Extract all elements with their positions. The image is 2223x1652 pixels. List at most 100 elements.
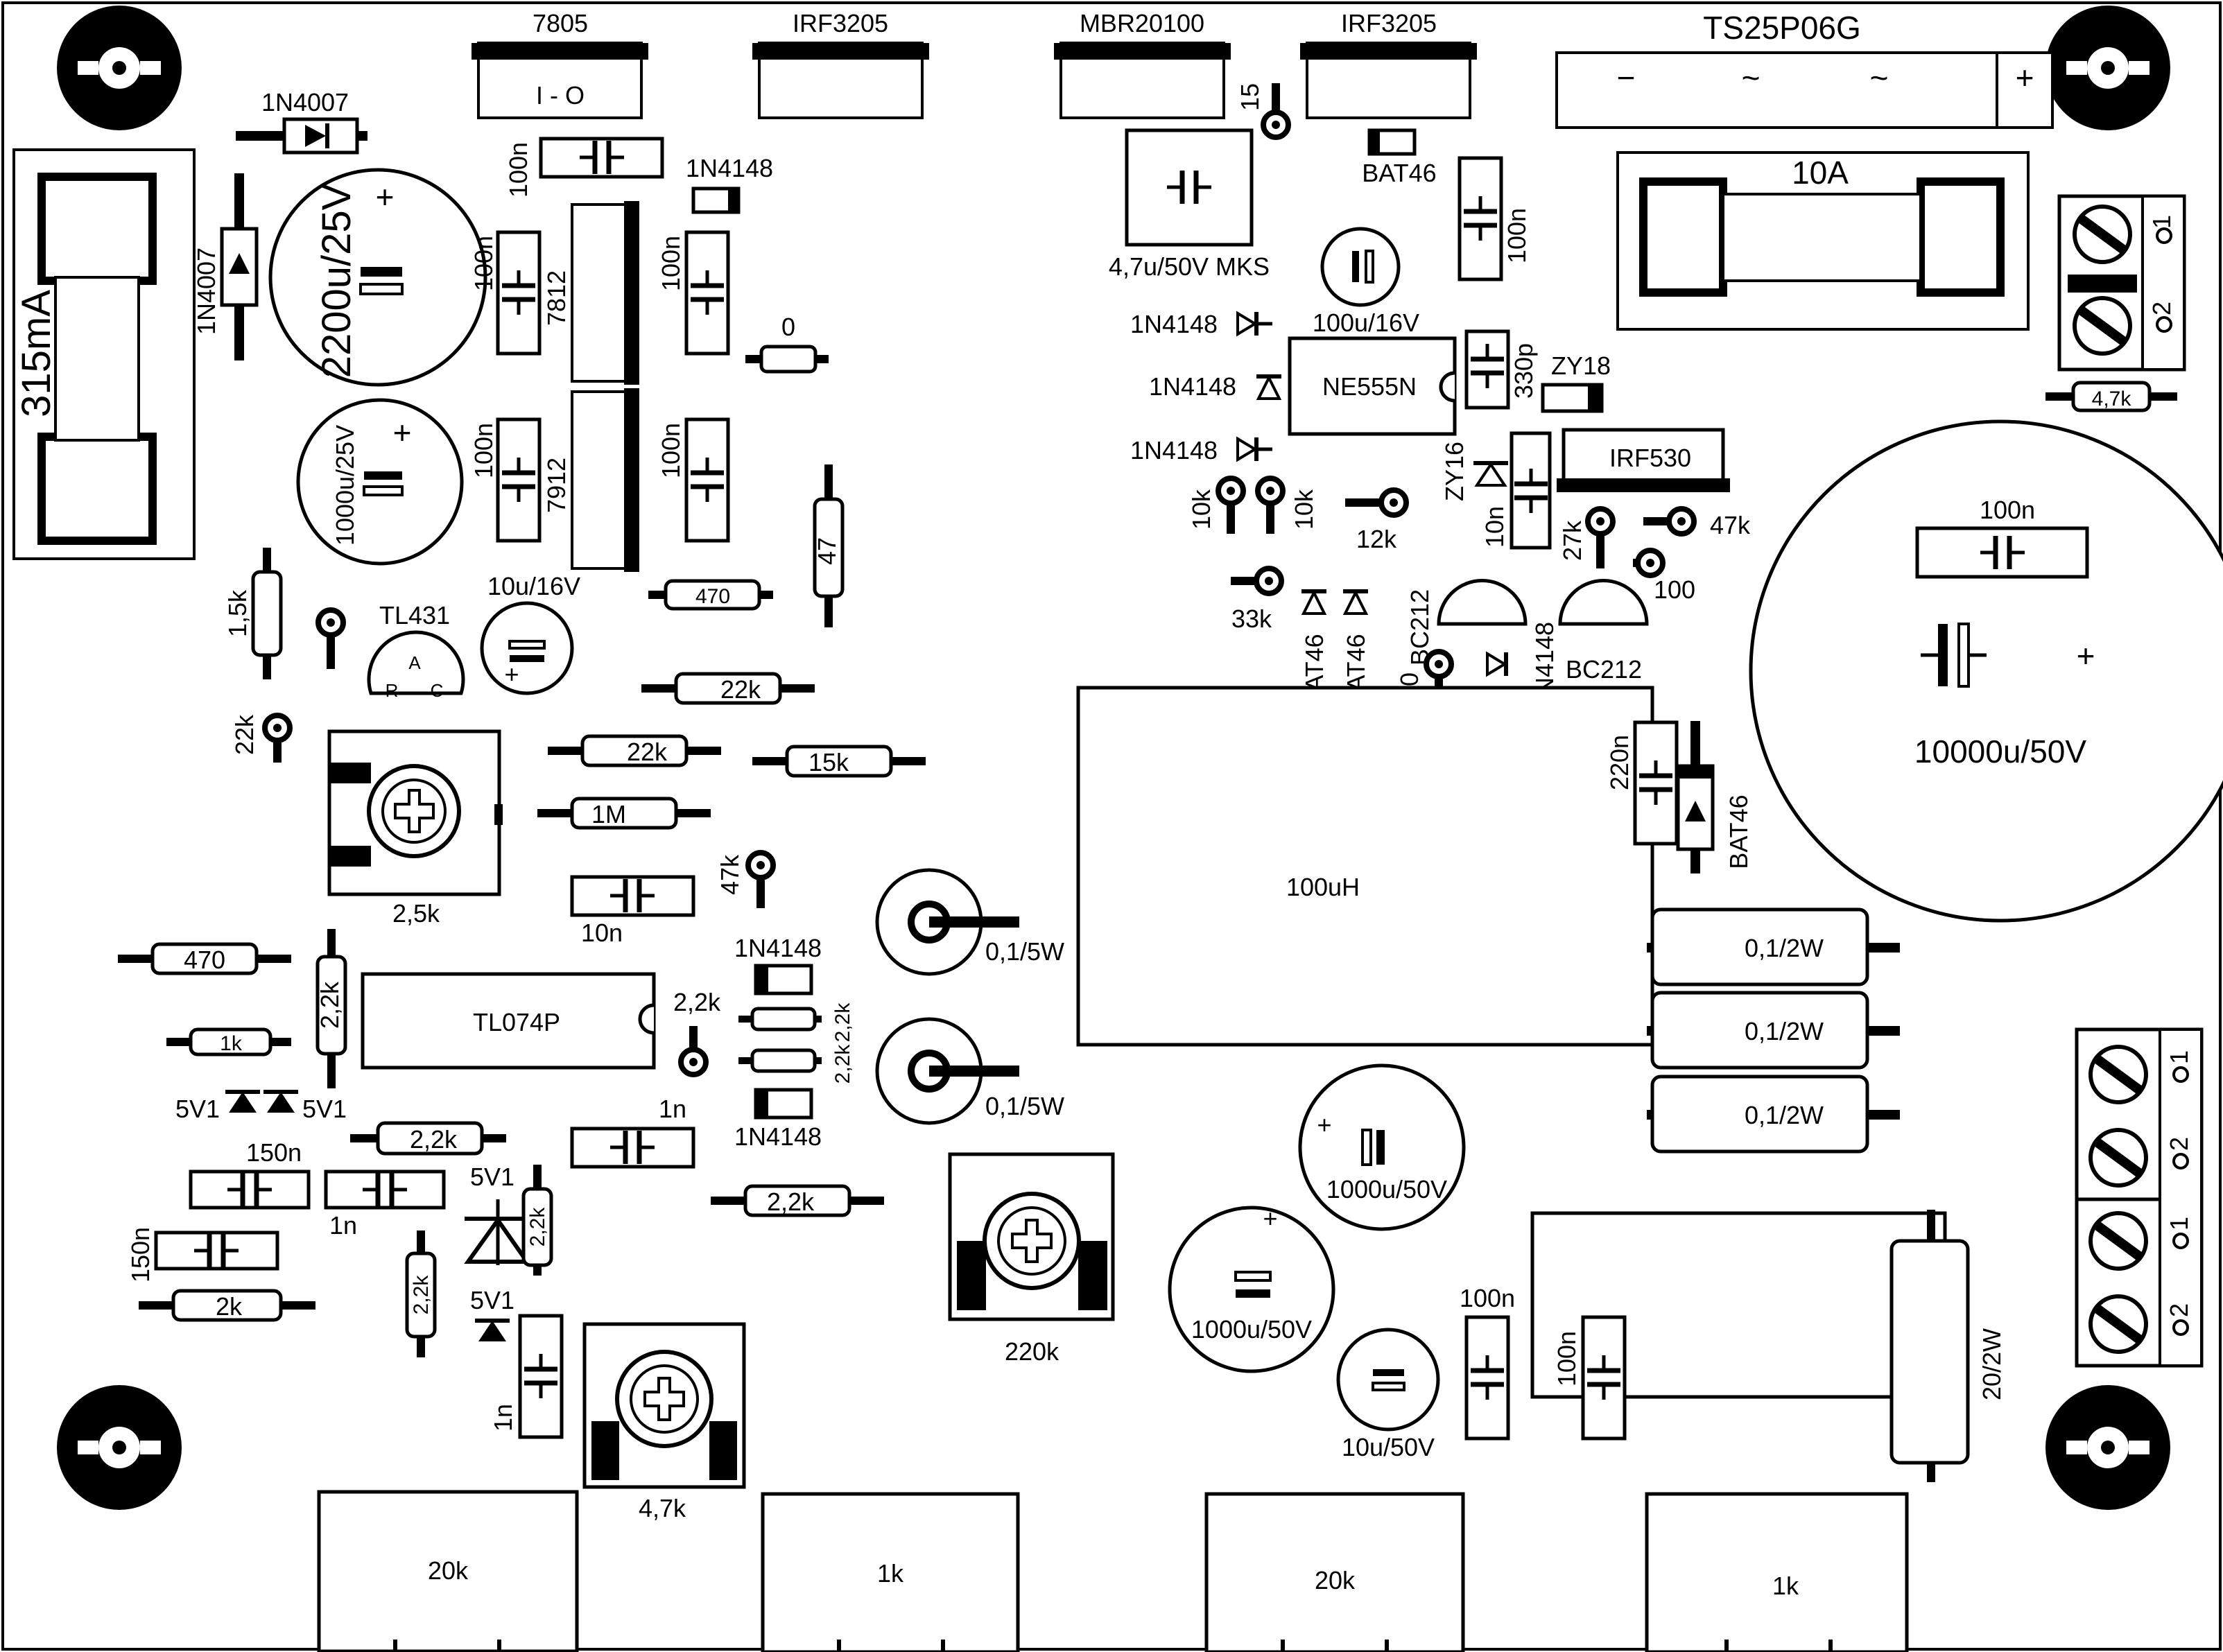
diode-zy16: ZY16 <box>1440 442 1508 501</box>
silkscreen-shape <box>638 1003 655 1035</box>
silkscreen-outline <box>1300 43 1477 60</box>
component-label: ZY18 <box>1551 351 1611 380</box>
component-label: 10k <box>1187 489 1216 530</box>
silkscreen-shape <box>1437 579 1528 626</box>
silkscreen-circle <box>2156 316 2172 333</box>
component-label: 1n <box>659 1095 686 1123</box>
silkscreen-outline <box>570 1127 695 1169</box>
silkscreen-outline <box>1889 1239 1970 1465</box>
silkscreen-outline <box>1076 686 1654 1047</box>
silkscreen-outline <box>518 1314 564 1439</box>
resistor-2k2-vert-c: 2,2k <box>521 1165 553 1276</box>
silkscreen-outline <box>743 1184 851 1217</box>
reg-7805: 7805 I - O <box>472 9 648 119</box>
silkscreen-shape <box>1301 589 1327 615</box>
silkscreen-shape <box>1011 1219 1053 1263</box>
component-label: C <box>431 680 444 701</box>
component-label: 1 <box>2165 1050 2193 1064</box>
component-label: 100n <box>469 236 498 291</box>
component-label: 1 <box>2165 1217 2193 1231</box>
fuse-315ma: 315mA <box>12 148 196 560</box>
silkscreen-shape <box>1236 436 1258 462</box>
silkscreen-shape <box>1474 462 1507 487</box>
silkscreen-outline <box>37 173 157 285</box>
silkscreen-outline <box>1204 1492 1465 1652</box>
silkscreen-outline <box>364 471 402 480</box>
silkscreen-shape <box>1256 374 1282 400</box>
silkscreen-outline <box>376 1121 484 1156</box>
tl074p: TL074P <box>361 972 656 1070</box>
silkscreen-outline <box>1650 1075 1869 1154</box>
silkscreen-shape <box>367 630 465 695</box>
component-label: 100n <box>1460 1284 1515 1312</box>
component-label: 7812 <box>542 270 571 326</box>
component-label: 0 <box>781 313 795 341</box>
component-label: 47 <box>813 537 841 565</box>
reg-7812: 7812 <box>542 201 639 385</box>
pad-15: 15 <box>1236 83 1288 137</box>
component-label: 10k <box>1290 489 1318 530</box>
cap-4u7-mks: 4,7u/50V MKS <box>1109 128 1270 281</box>
silkscreen-outline <box>580 734 689 767</box>
silkscreen-outline <box>37 433 157 545</box>
diode-zy18: ZY18 <box>1541 351 1611 413</box>
mbr20100: MBR20100 <box>1054 9 1231 119</box>
component-label: 22k <box>230 714 259 755</box>
cap-100n-a: 100n <box>469 230 542 356</box>
silkscreen-outline <box>1676 764 1715 851</box>
zener-5v1-c: 5V1 <box>464 1163 533 1265</box>
component-label: 2 <box>2165 1137 2193 1151</box>
silkscreen-outline <box>496 230 542 356</box>
component-label: 100n <box>1503 208 1531 263</box>
component-label: 1k <box>220 1032 243 1055</box>
cap-220n: 220n <box>1605 720 1679 846</box>
silkscreen-outline <box>1373 1369 1404 1376</box>
silkscreen-outline <box>508 640 546 650</box>
cap-1000u50-b: + 1000u/50V <box>1168 1204 1335 1373</box>
silkscreen-shape <box>394 789 435 833</box>
shunt-0r1-5w-a: 0,1/5W <box>875 868 1064 976</box>
diode-1n4148-c: 1N4148 <box>1130 436 1272 464</box>
silkscreen-outline <box>1234 1271 1272 1282</box>
resistor-22k-b: 22k <box>641 672 815 705</box>
component-label: 1N4148 <box>1130 436 1218 464</box>
pad-47k-b: 47k <box>1643 509 1751 539</box>
cap-1n-b: 1n <box>324 1170 446 1240</box>
cap-10u16: 10u/16V + <box>480 572 580 695</box>
shunt-0r1-2w-c: 0,1/2W <box>1647 1075 1900 1154</box>
silkscreen-outline <box>1054 43 1231 60</box>
component-label: 100n <box>504 142 533 198</box>
irf530: IRF530 <box>1557 428 1730 492</box>
diode-1n4007-a: 1N4007 <box>236 88 367 155</box>
cap-100n-b: 100n <box>657 230 730 356</box>
component-label: TL431 <box>379 601 450 629</box>
component-label: 12k <box>1356 525 1397 553</box>
mounting-hole-icon <box>2045 6 2170 130</box>
component-label: 2,2k <box>410 1125 458 1154</box>
silkscreen-outline <box>728 189 738 212</box>
silkscreen-outline <box>2159 1028 2203 1367</box>
silkscreen-outline <box>54 276 140 442</box>
component-label: + <box>1317 1111 1331 1139</box>
silkscreen-outline <box>1555 51 2054 129</box>
component-label: ~ <box>1870 60 1889 96</box>
component-label: − <box>1617 60 1636 96</box>
silkscreen-outline <box>1125 128 1254 247</box>
component-label: TS25P06G <box>1703 10 1861 46</box>
silkscreen-shape <box>267 1092 295 1113</box>
silkscreen-outline <box>684 417 730 543</box>
ne555n: NE555N <box>1288 336 1457 436</box>
silkscreen-symbol <box>1381 490 1406 515</box>
component-label: 100n <box>1980 496 2035 524</box>
component-label: 10000u/50V <box>1914 733 2086 770</box>
component-label: 1N4007 <box>192 247 220 335</box>
silkscreen-outline <box>315 955 347 1056</box>
component-label: ~ <box>1742 60 1761 96</box>
component-label: 2,5k <box>392 899 440 928</box>
silkscreen-circle <box>1320 227 1401 307</box>
resistor-470-b: 470 <box>118 942 291 975</box>
silkscreen-shape <box>1342 589 1369 615</box>
silkscreen-outline <box>1365 250 1374 284</box>
diode-1n4148-f: 1N4148 <box>734 1088 822 1151</box>
component-label: 0,1/2W <box>1745 1101 1824 1129</box>
